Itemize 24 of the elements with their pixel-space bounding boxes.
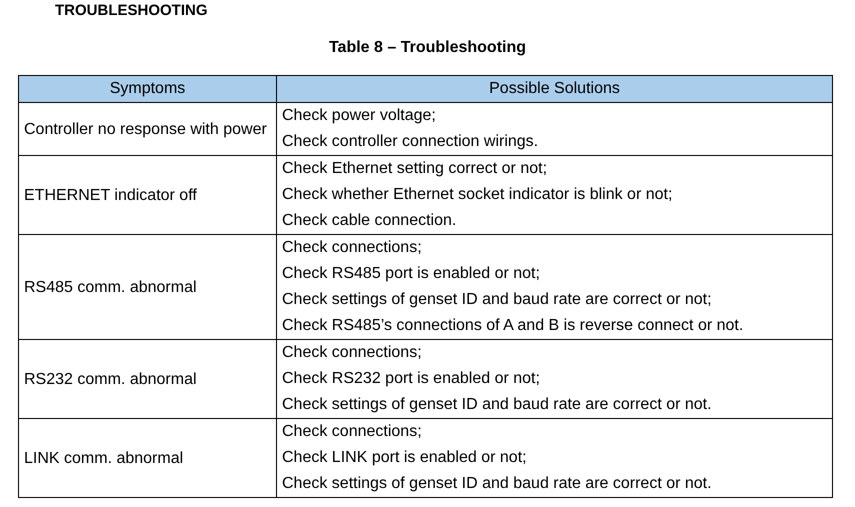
solution-text: Check cable connection.: [282, 212, 456, 229]
symptom-text: LINK comm. abnormal: [24, 450, 184, 466]
solution-text: Check whether Ethernet socket indicator is blink or not;: [282, 186, 672, 203]
solution-text: Check Ethernet setting correct or not;: [282, 160, 548, 177]
solution-text: Check settings of genset ID and baud rate are correct or not;: [282, 291, 712, 308]
solution-text: Check RS232 port is enabled or not;: [282, 370, 540, 387]
solution-text: Check connections;: [282, 344, 422, 361]
section-heading: TROUBLESHOOTING: [55, 2, 208, 19]
solution-text: Check settings of genset ID and baud rate are correct or not.: [282, 396, 712, 413]
solution-text: Check controller connection wirings.: [282, 133, 538, 150]
solution-text: Check connections;: [282, 239, 422, 256]
column-header: Possible Solutions: [276, 76, 832, 102]
column-header: Symptoms: [18, 76, 276, 102]
solution-text: Check LINK port is enabled or not;: [282, 449, 527, 466]
solution-text: Check power voltage;: [282, 107, 436, 124]
solution-text: Check settings of genset ID and baud rate are correct or not.: [282, 475, 712, 492]
symptom-text: RS485 comm. abnormal: [24, 278, 197, 296]
symptom-text: ETHERNET indicator off: [24, 186, 197, 204]
symptom-text: RS232 comm. abnormal: [24, 370, 197, 388]
symptom-text: Controller no response with power: [24, 120, 267, 138]
table-caption: Table 8 – Troubleshooting: [328, 39, 528, 57]
solution-text: Check connections;: [282, 423, 422, 440]
solution-text: Check RS485 port is enabled or not;: [282, 265, 540, 282]
solution-text: Check RS485’s connections of A and B is reverse connect or not.: [282, 317, 744, 334]
